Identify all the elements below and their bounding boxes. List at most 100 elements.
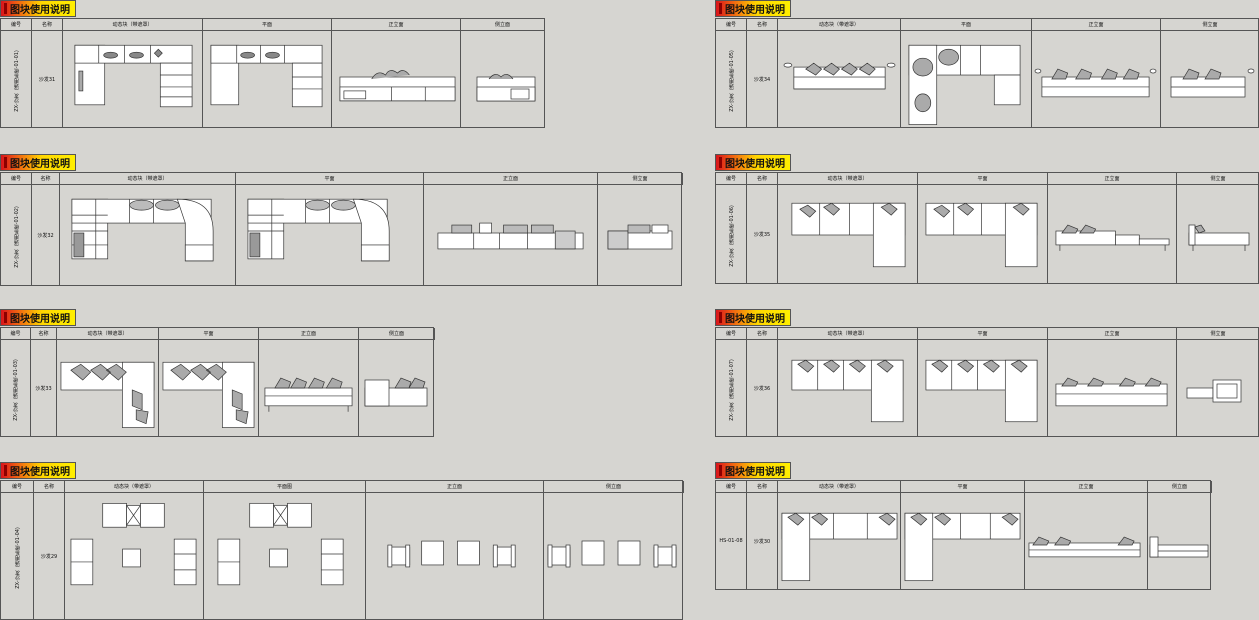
header-code: 编号 [716,173,747,185]
header-plan: 平面 [159,328,259,340]
drawing-plan[interactable] [159,340,259,436]
code-text: HS-01-08 [719,538,743,544]
code-cell: ZX-沙发（通用系统-01-02） [1,185,32,285]
block-table: 编号 名称 动态块（带遮罩） 平面 正立面 侧立面 HS-01-08 沙发30 [715,480,1212,590]
drawing-plan[interactable] [918,340,1048,436]
block-panel-7: 图块使用说明 编号 名称 动态块（带遮罩） 平面 正立面 侧立面 ZX-沙发（通… [715,309,1259,437]
drawing-dynamic-block[interactable] [60,185,236,285]
header-name: 名称 [747,19,778,31]
code-text: ZX-沙发（通用系统-01-01） [13,46,20,112]
header-name: 名称 [32,173,60,185]
drawing-front-elevation[interactable] [1032,31,1161,127]
name-cell: 沙发33 [31,340,57,436]
drawing-front-elevation[interactable] [424,185,598,285]
drawing-side-elevation[interactable] [1177,340,1259,436]
block-panel-5: 图块使用说明 编号 名称 动态块（带遮罩） 平面 正立面 侧立面 ZX-沙发（通… [715,0,1259,130]
drawing-side-elevation[interactable] [1161,31,1259,127]
header-code: 编号 [1,19,32,31]
drawing-side-elevation[interactable] [1148,493,1212,589]
drawing-dynamic-block[interactable] [65,493,204,619]
header-code: 编号 [1,328,31,340]
block-panel-4: 图块使用说明 编号 名称 动态块（带遮罩） 平面图 正立面 侧立面 ZX-沙发（… [0,462,684,620]
header-code: 编号 [716,328,747,340]
header-side: 侧立面 [359,328,435,340]
header-front: 正立面 [1048,328,1177,340]
header-side: 侧立面 [1177,328,1259,340]
panel-badge: 图块使用说明 [715,154,791,171]
drawing-dynamic-block[interactable] [57,340,159,436]
header-side: 侧立面 [1148,481,1212,493]
drawing-plan[interactable] [901,493,1025,589]
drawing-dynamic-block[interactable] [778,340,918,436]
code-text: ZX-沙发（通用系统-01-05） [728,46,735,112]
header-front: 正立面 [259,328,359,340]
drawing-front-elevation[interactable] [1048,185,1177,283]
code-text: ZX-沙发（通用系统-01-02） [13,202,20,268]
drawing-plan[interactable] [204,493,366,619]
name-text: 沙发29 [40,553,58,560]
code-text: ZX-沙发（通用系统-01-03） [13,355,19,421]
code-cell: ZX-沙发（通用系统-01-05） [716,31,747,127]
drawing-plan[interactable] [918,185,1048,283]
header-front: 正立面 [366,481,544,493]
header-name: 名称 [34,481,65,493]
header-front: 正立面 [1032,19,1161,31]
drawing-dynamic-block[interactable] [63,31,203,127]
block-panel-2: 图块使用说明 编号 名称 动态块（带遮罩） 平面 正立面 侧立面 ZX-沙发（通… [0,154,683,286]
name-cell: 沙发35 [747,185,778,283]
header-side: 侧立面 [598,173,683,185]
name-cell: 沙发36 [747,340,778,436]
drawing-side-elevation[interactable] [461,31,545,127]
block-table: 编号 名称 动态块（带遮罩） 平面 正立面 侧立面 ZX-沙发（通用系统-01-… [0,327,435,437]
header-plan: 平面 [203,19,332,31]
name-cell: 沙发29 [34,493,65,619]
header-dynamic: 动态块（带遮罩） [778,19,901,31]
panel-badge: 图块使用说明 [0,309,76,326]
header-plan: 平面图 [204,481,366,493]
header-dynamic: 动态块（带遮罩） [63,19,203,31]
header-name: 名称 [32,19,63,31]
drawing-front-elevation[interactable] [1025,493,1148,589]
header-front: 正立面 [1025,481,1148,493]
name-text: 沙发35 [753,231,771,238]
drawing-side-elevation[interactable] [544,493,684,619]
drawing-plan[interactable] [203,31,332,127]
header-side: 侧立面 [544,481,684,493]
header-dynamic: 动态块（带遮罩） [778,328,918,340]
name-text: 沙发36 [753,385,771,392]
drawing-side-elevation[interactable] [598,185,683,285]
drawing-front-elevation[interactable] [259,340,359,436]
header-front: 正立面 [424,173,598,185]
header-code: 编号 [716,19,747,31]
header-front: 正立面 [1048,173,1177,185]
header-dynamic: 动态块（带遮罩） [778,173,918,185]
block-panel-1: 图块使用说明 编号 名称 动态块（带遮罩） 平面 正立面 侧立面 ZX-沙发（通… [0,0,545,130]
name-text: 沙发31 [38,76,56,83]
header-plan: 平面 [236,173,424,185]
code-cell: ZX-沙发（通用系统-01-07） [716,340,747,436]
header-code: 编号 [1,481,34,493]
header-name: 名称 [747,481,778,493]
drawing-front-elevation[interactable] [1048,340,1177,436]
drawing-dynamic-block[interactable] [778,31,901,127]
panel-badge: 图块使用说明 [715,309,791,326]
drawing-dynamic-block[interactable] [778,493,901,589]
drawing-front-elevation[interactable] [366,493,544,619]
header-side: 侧立面 [1177,173,1259,185]
header-name: 名称 [31,328,57,340]
drawing-front-elevation[interactable] [332,31,461,127]
drawing-dynamic-block[interactable] [778,185,918,283]
code-text: ZX-沙发（通用系统-01-04） [14,523,21,589]
block-table: 编号 名称 动态块（带遮罩） 平面 正立面 侧立面 ZX-沙发（通用系统-01-… [0,172,683,286]
block-table: 编号 名称 动态块（带遮罩） 平面 正立面 侧立面 ZX-沙发（通用系统-01-… [715,18,1259,128]
block-table: 编号 名称 动态块（带遮罩） 平面图 正立面 侧立面 ZX-沙发（通用系统-01… [0,480,684,620]
name-text: 沙发34 [753,76,771,83]
header-dynamic: 动态块（带遮罩） [57,328,159,340]
drawing-plan[interactable] [236,185,424,285]
panel-badge: 图块使用说明 [715,0,791,17]
drawing-side-elevation[interactable] [359,340,435,436]
name-cell: 沙发31 [32,31,63,127]
drawing-side-elevation[interactable] [1177,185,1259,283]
panel-badge: 图块使用说明 [0,462,76,479]
drawing-plan[interactable] [901,31,1032,127]
